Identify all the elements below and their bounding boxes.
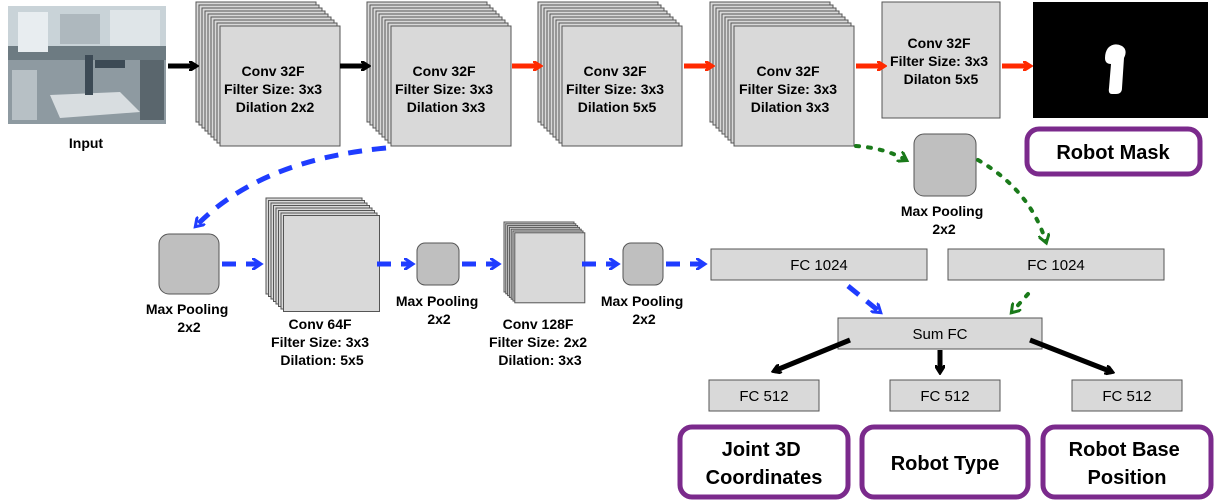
joint-3d-output — [677, 424, 851, 500]
conv3-text: Conv 32F Filter Size: 3x3 Dilation 5x5 — [566, 63, 668, 115]
fc-1024-right — [947, 248, 1165, 281]
conv-128-layer — [503, 221, 586, 304]
max-pooling-1 — [158, 233, 220, 295]
feature-map-sheet — [514, 232, 586, 304]
max-pooling-top — [913, 133, 977, 197]
arrow-conv4-pool1 — [196, 145, 387, 226]
input-label: Input — [69, 135, 104, 151]
conv4-text: Conv 32F Filter Size: 3x3 Dilation 3x3 — [739, 63, 841, 115]
conv-layer-2 — [366, 1, 512, 147]
feature-map-sheet — [219, 25, 341, 147]
conv5-text: Conv 32F Filter Size: 3x3 Dilaton 5x5 — [890, 35, 992, 87]
fc-512-mid — [889, 379, 1001, 412]
pool1-text: Max Pooling 2x2 — [146, 301, 232, 335]
pool2-text: Max Pooling 2x2 — [396, 293, 482, 327]
conv-layer-1 — [195, 1, 341, 147]
fc-1024-left — [710, 248, 928, 281]
sum-fc — [837, 317, 1043, 350]
conv2-text: Conv 32F Filter Size: 3x3 Dilation 3x3 — [395, 63, 497, 115]
robot-silhouette-icon — [1105, 44, 1126, 94]
robot-mask-label: Robot Mask — [1056, 142, 1170, 164]
conv-layer-3 — [537, 1, 683, 147]
pool-top-text: Max Pooling 2x2 — [901, 203, 987, 237]
feature-map-sheet — [561, 25, 683, 147]
sum-fc-label: Sum FC — [912, 326, 967, 343]
robot-mask-output — [1024, 126, 1203, 177]
max-pooling-3 — [622, 242, 664, 286]
feature-map-sheet — [733, 25, 855, 147]
fc-512-mid-label: FC 512 — [920, 388, 969, 405]
joint-3d-label: Joint 3D Coordinates — [706, 439, 823, 489]
arrow-fcright-sum — [1012, 292, 1030, 312]
robot-type-label: Robot Type — [891, 453, 1000, 475]
max-pooling-2 — [416, 242, 460, 286]
conv-64-layer — [265, 197, 380, 312]
arrow-sum-fc512-right — [1029, 337, 1112, 372]
conv-layer-5 — [881, 1, 1001, 119]
fc-512-left — [708, 379, 820, 412]
conv64-text: Conv 64F Filter Size: 3x3 Dilation: 5x5 — [271, 316, 373, 368]
arrow-fcleft-sum — [846, 284, 880, 312]
arrow-conv4-pooltop — [854, 144, 906, 160]
fc-512-right — [1071, 379, 1183, 412]
fc-1024-left-label: FC 1024 — [790, 257, 848, 274]
fc-1024-right-label: FC 1024 — [1027, 257, 1085, 274]
fc-512-left-label: FC 512 — [739, 388, 788, 405]
conv128-text: Conv 128F Filter Size: 2x2 Dilation: 3x3 — [489, 316, 591, 368]
feature-map-sheet — [283, 215, 380, 312]
arrow-sum-fc512-left — [774, 337, 851, 371]
feature-map-sheet — [390, 25, 512, 147]
input-image — [8, 6, 166, 124]
fc-512-right-label: FC 512 — [1102, 388, 1151, 405]
pool3-text: Max Pooling 2x2 — [601, 293, 687, 327]
robot-base-output — [1040, 424, 1214, 500]
arrow-pooltop-fc — [976, 158, 1046, 242]
robot-type-output — [859, 424, 1031, 500]
conv-layer-4 — [709, 1, 855, 147]
robot-base-label: Robot Base Position — [1069, 439, 1186, 489]
conv1-text: Conv 32F Filter Size: 3x3 Dilation 2x2 — [224, 63, 326, 115]
